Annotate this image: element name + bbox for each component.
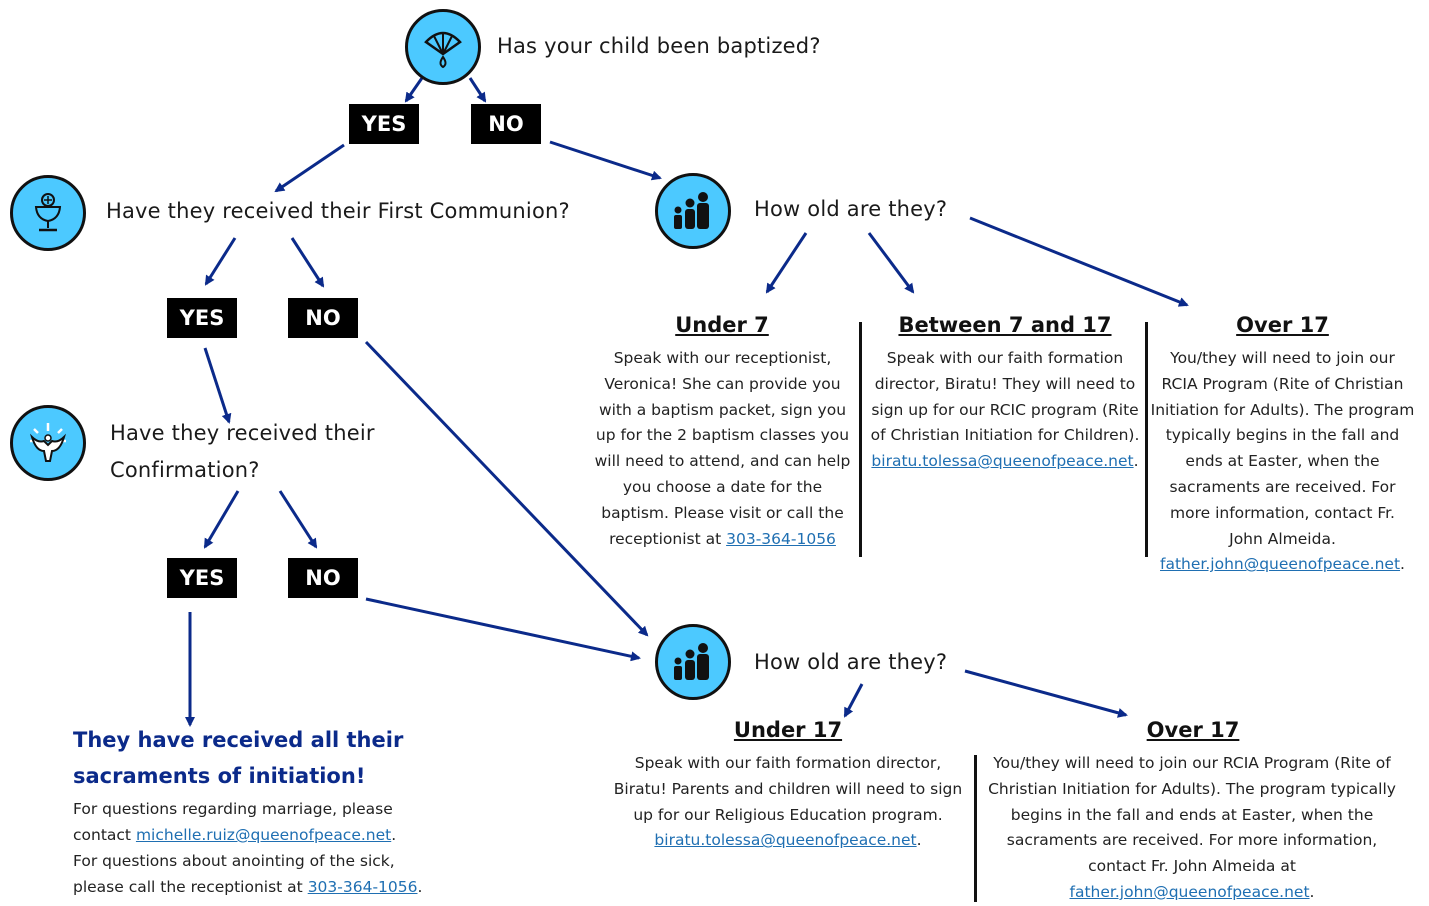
- text-between-7-17: Speak with our faith formation director,…: [870, 349, 1140, 471]
- heading-under-7: Under 7: [675, 313, 769, 337]
- arrow-baptized-no: [468, 77, 487, 103]
- father-john-email-link[interactable]: father.john@queenofpeace.net: [1069, 882, 1310, 901]
- family-icon: [655, 624, 731, 700]
- text-under-7: Speak with our receptionist, Veronica! S…: [594, 349, 851, 548]
- heading-over-17-top: Over 17: [1236, 313, 1329, 337]
- receptionist-phone-link[interactable]: 303-364-1056: [307, 878, 418, 896]
- final-title: They have received all their sacraments …: [73, 728, 404, 788]
- receptionist-phone-link[interactable]: 303-364-1056: [726, 529, 836, 548]
- arrow-yes-communion: [274, 143, 345, 193]
- question-confirmation-line2: Confirmation?: [110, 458, 260, 482]
- heading-over-17-bottom: Over 17: [1146, 718, 1240, 742]
- chalice-icon: [10, 175, 86, 251]
- column-divider: [859, 322, 862, 557]
- arrow-communion-no: [290, 237, 325, 288]
- text-over-17-top: You/they will need to join our RCIA Prog…: [1150, 349, 1415, 574]
- shell-water-icon: [405, 9, 481, 85]
- arrow-confirmation-no: [278, 490, 318, 549]
- question-first-communion: Have they received their First Communion…: [106, 199, 570, 223]
- arrow-communion-yes: [204, 237, 237, 286]
- no-box-baptized: NO: [471, 104, 541, 144]
- father-john-email-link[interactable]: father.john@queenofpeace.net: [1160, 555, 1401, 574]
- arrow-age-under7: [765, 232, 808, 294]
- dove-icon: [10, 405, 86, 481]
- arrow-no-age-top: [549, 140, 662, 181]
- text-under-17: Speak with our faith formation director,…: [613, 754, 963, 850]
- arrow-age-under17: [843, 683, 864, 718]
- heading-under-17: Under 17: [733, 718, 843, 742]
- yes-box-communion: YES: [167, 298, 237, 338]
- column-divider: [974, 755, 977, 902]
- no-box-confirmation: NO: [288, 558, 358, 598]
- question-age-top: How old are they?: [754, 197, 948, 221]
- no-box-communion: NO: [288, 298, 358, 338]
- arrow-age-between: [867, 232, 915, 294]
- michelle-email-link[interactable]: michelle.ruiz@queenofpeace.net: [135, 826, 392, 844]
- question-confirmation-line1: Have they received their: [110, 421, 375, 445]
- yes-box-baptized: YES: [349, 104, 419, 144]
- family-icon: [655, 173, 731, 249]
- arrow-age-over17: [969, 216, 1189, 307]
- question-age-bottom: How old are they?: [754, 650, 948, 674]
- final-text: For questions regarding marriage, please…: [73, 800, 423, 896]
- arrow-no-age-bottom-1: [364, 340, 649, 637]
- yes-box-confirmation: YES: [167, 558, 237, 598]
- question-baptized: Has your child been baptized?: [497, 34, 821, 58]
- arrow-yes-confirmation: [203, 347, 232, 424]
- text-over-17-bottom: You/they will need to join our RCIA Prog…: [988, 754, 1396, 901]
- heading-between-7-17: Between 7 and 17: [898, 313, 1112, 337]
- arrow-age-over17-bottom: [964, 669, 1128, 718]
- arrow-confirmation-yes: [203, 490, 240, 549]
- biratu-email-link[interactable]: biratu.tolessa@queenofpeace.net: [654, 831, 917, 850]
- arrow-no-age-bottom-2: [365, 597, 641, 662]
- biratu-email-link[interactable]: biratu.tolessa@queenofpeace.net: [871, 452, 1134, 471]
- arrow-baptized-yes: [404, 77, 424, 103]
- column-divider: [1145, 322, 1148, 557]
